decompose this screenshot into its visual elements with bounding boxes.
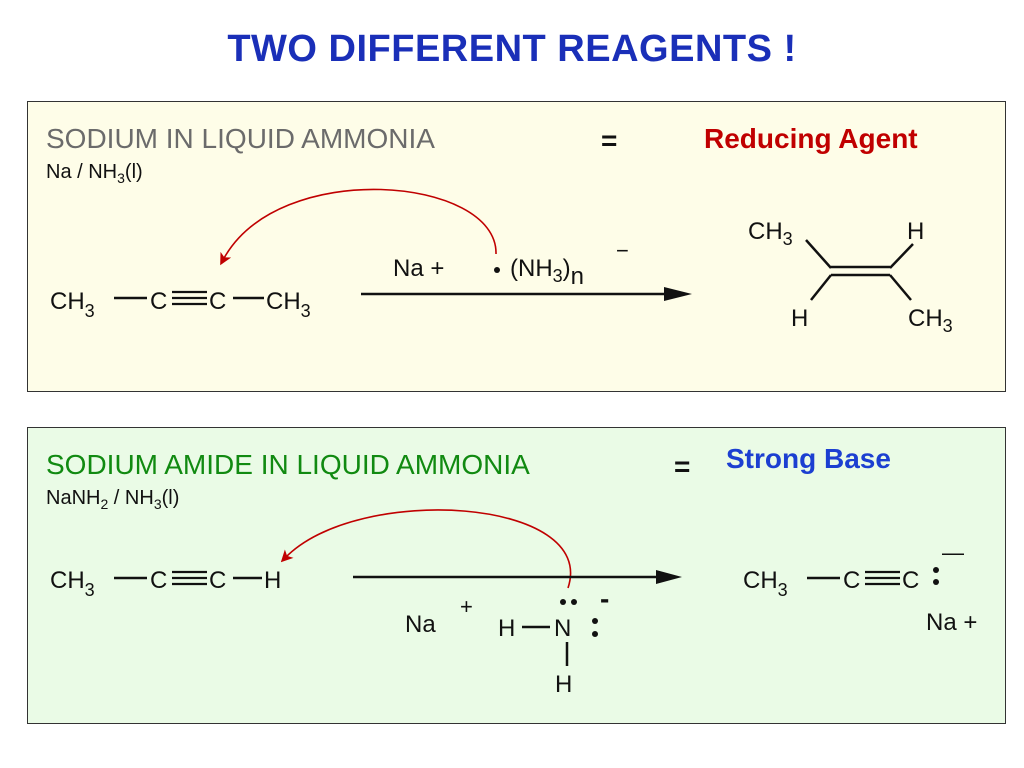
base-equals: = [674, 451, 690, 482]
butene-h-top: H [907, 218, 924, 245]
base-formula-sub2: 3 [154, 496, 162, 512]
acetylide-c1: C [843, 567, 860, 594]
unpaired-electron-dot [494, 267, 500, 273]
amide-nitrogen: N [554, 615, 571, 642]
butene-bond-top-left [805, 239, 832, 269]
butene-sub-bottom: 3 [943, 316, 953, 336]
acetylide-charge: — [942, 540, 964, 565]
base-formula: NaNH2 / NH3(l) [46, 487, 179, 512]
acetylide-counterion: Na + [926, 609, 977, 636]
proton-abstraction-arrow [280, 509, 572, 589]
solvated-paren-close: ) [563, 255, 571, 282]
butyne-right-methyl: CH3 [266, 288, 311, 321]
solvated-paren-open: (NH [510, 255, 553, 282]
propyne-methyl: CH3 [50, 567, 95, 600]
solvated-sub: 3 [553, 266, 563, 286]
base-reaction-arrow [353, 570, 682, 584]
propyne-triple-bond [172, 570, 207, 586]
propyne-h: H [264, 567, 281, 594]
amide-h-left: H [498, 615, 515, 642]
sodium-charge: + [460, 594, 473, 619]
solvated-charge: − [616, 238, 629, 263]
sodium-label: Na + [393, 255, 444, 282]
propyne-sub: 3 [85, 580, 95, 600]
butyne-ch-right: CH [266, 288, 301, 315]
reducing-agent-panel: SODIUM IN LIQUID AMMONIA = Reducing Agen… [27, 101, 1006, 392]
butyne-ch-left: CH [50, 288, 85, 315]
butene-h-bottom: H [791, 305, 808, 332]
reaction-arrow [361, 287, 692, 301]
reducing-reaction-diagram: SODIUM IN LIQUID AMMONIA = Reducing Agen… [46, 123, 953, 336]
butyne-sub-right: 3 [301, 301, 311, 321]
sodium-ion: Na [405, 611, 436, 638]
acetylide-lone-pair [933, 567, 939, 585]
reducing-role: Reducing Agent [704, 123, 918, 154]
amide-charge: - [600, 583, 609, 614]
acetylide-ch: CH [743, 567, 778, 594]
butene-ch-bottom: CH [908, 305, 943, 332]
base-formula-state: (l) [162, 487, 180, 509]
page-title: TWO DIFFERENT REAGENTS ! [227, 28, 797, 70]
triple-bond [172, 290, 207, 306]
propyne-ch: CH [50, 567, 85, 594]
propyne-c2: C [209, 567, 226, 594]
butene-bond-top-right [889, 243, 914, 269]
propyne-c1: C [150, 567, 167, 594]
strong-base-panel: SODIUM AMIDE IN LIQUID AMMONIA = Strong … [27, 427, 1006, 724]
amide-h-bottom: H [555, 671, 572, 698]
electron-transfer-arrow [220, 188, 497, 266]
base-formula-a: NaNH [46, 487, 100, 509]
reducing-formula-state: (l) [125, 161, 143, 183]
butyne-sub-left: 3 [85, 301, 95, 321]
butene-bond-bottom-right [889, 274, 912, 301]
butene-ch-top: CH [748, 218, 783, 245]
base-heading: SODIUM AMIDE IN LIQUID AMMONIA [46, 449, 530, 480]
butene-bond-bottom-left [810, 274, 832, 301]
acetylide-c2: C [902, 567, 919, 594]
reducing-heading: SODIUM IN LIQUID AMMONIA [46, 123, 435, 154]
lone-pair-top [560, 599, 577, 605]
butyne-left-methyl: CH3 [50, 288, 95, 321]
butene-sub-top: 3 [783, 229, 793, 249]
acetylide-triple-bond [865, 570, 900, 586]
butyne-c1: C [150, 288, 167, 315]
butene-bottom-methyl: CH3 [908, 305, 953, 336]
reducing-equals: = [601, 125, 617, 156]
double-bond [831, 265, 890, 277]
base-formula-sub1: 2 [100, 496, 108, 512]
base-formula-b: / NH [108, 487, 154, 509]
butene-top-methyl: CH3 [748, 218, 793, 249]
reducing-formula-text: Na / NH [46, 161, 117, 183]
reducing-formula-sub: 3 [117, 170, 125, 186]
acetylide-methyl: CH3 [743, 567, 788, 600]
solvated-electron: (NH3)n [510, 255, 584, 290]
acetylide-sub: 3 [778, 580, 788, 600]
butyne-c2: C [209, 288, 226, 315]
base-reaction-diagram: SODIUM AMIDE IN LIQUID AMMONIA = Strong … [46, 443, 977, 698]
reducing-formula: Na / NH3(l) [46, 161, 143, 186]
lone-pair-right [592, 618, 598, 637]
solvated-n: n [571, 263, 584, 290]
base-role: Strong Base [726, 443, 891, 474]
